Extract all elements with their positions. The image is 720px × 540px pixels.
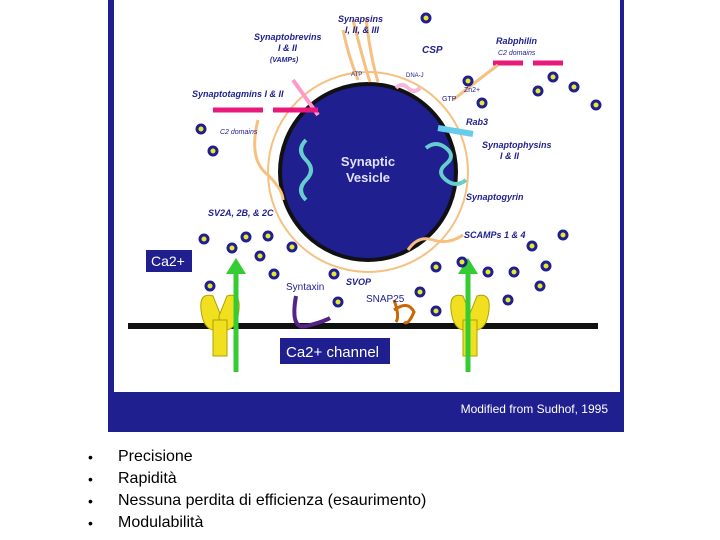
rab3 [437, 125, 474, 137]
atp-label: ATP [351, 72, 362, 78]
synaptophysins-roman-label: I & II [500, 151, 520, 161]
synaptotagmin-strand [253, 119, 285, 201]
sv2-label: SV2A, 2B, & 2C [208, 208, 274, 218]
bullet-marker: • [88, 449, 93, 465]
bullet-text: Precisione [118, 448, 193, 465]
vesicle-label-1: Synaptic [341, 154, 395, 169]
credit-text: Modified from Sudhof, 1995 [461, 402, 609, 416]
calcium-channel-tag: Ca2+ channel [286, 344, 379, 361]
synaptobrevins-roman-label: I & II [278, 43, 298, 53]
scamps-label: SCAMPs 1 & 4 [464, 230, 526, 240]
vamps-label: (VAMPs) [270, 57, 299, 64]
dnaj-label: DNA-J [406, 73, 424, 79]
bullet-marker: • [88, 515, 93, 531]
calcium-tag: Ca2+ [151, 253, 185, 269]
bullet-item: • Nessuna perdita di efficienza (esaurime… [88, 490, 426, 512]
synaptotagmin-domains-label: C2 domains [220, 129, 258, 136]
calcium-influx-arrow-right [458, 258, 478, 372]
synaptophysin [424, 142, 468, 186]
sv2 [299, 138, 313, 202]
gtp-label: GTP [442, 96, 457, 103]
bullet-item: • Rapidità [88, 468, 426, 490]
bullet-item: • Precisione [88, 446, 426, 468]
rab3-label: Rab3 [466, 117, 488, 127]
synapsins-label: Synapsins [338, 14, 383, 24]
rabphilin-domains-label: C2 domains [498, 50, 536, 57]
calcium-channel-tag-box [280, 338, 390, 364]
bullet-text: Modulabilità [118, 514, 204, 531]
synaptic-vesicle [278, 82, 458, 262]
vesicle-diagram: Synaptic Vesicle [114, 0, 620, 416]
bullet-marker: • [88, 471, 93, 487]
vesicle-label-2: Vesicle [346, 170, 390, 185]
synapsins-roman-label: I, II, & III [345, 25, 380, 35]
syntaxin [292, 295, 331, 329]
scamp [406, 233, 464, 251]
bullet-list: • Precisione • Rapidità • Nessuna perdita d… [88, 446, 426, 534]
syntaxin-label: Syntaxin [286, 282, 324, 293]
synaptotagmins-label: Synaptotagmins I & II [192, 89, 284, 99]
bullet-item: • Modulabilità [88, 512, 426, 534]
zn-label: Zn2+ [464, 87, 480, 94]
csp-cysteine-string [394, 83, 422, 93]
calcium-tag-box [146, 250, 192, 272]
bullet-text: Rapidità [118, 470, 177, 487]
rabphilin-strand [452, 63, 499, 102]
bullet-marker: • [88, 493, 93, 509]
bullet-text: Nessuna perdita di efficienza (esaurimen… [118, 492, 427, 509]
rabphilin-label: Rabphilin [496, 36, 537, 46]
calcium-influx-arrow-left [226, 258, 246, 372]
synapsin-strands [341, 17, 380, 83]
calcium-ions [195, 12, 602, 317]
synaptobrevins-label: Synaptobrevins [254, 32, 322, 42]
csp-label: CSP [422, 45, 443, 56]
synaptophysins-label: Synaptophysins [482, 140, 552, 150]
synaptogyrin-label: Synaptogyrin [466, 192, 524, 202]
snap25-label: SNAP25 [366, 294, 405, 305]
snap25 [392, 299, 416, 325]
synaptic-vesicle-figure: Synaptic Vesicle [108, 0, 624, 432]
svop-label: SVOP [346, 277, 372, 287]
